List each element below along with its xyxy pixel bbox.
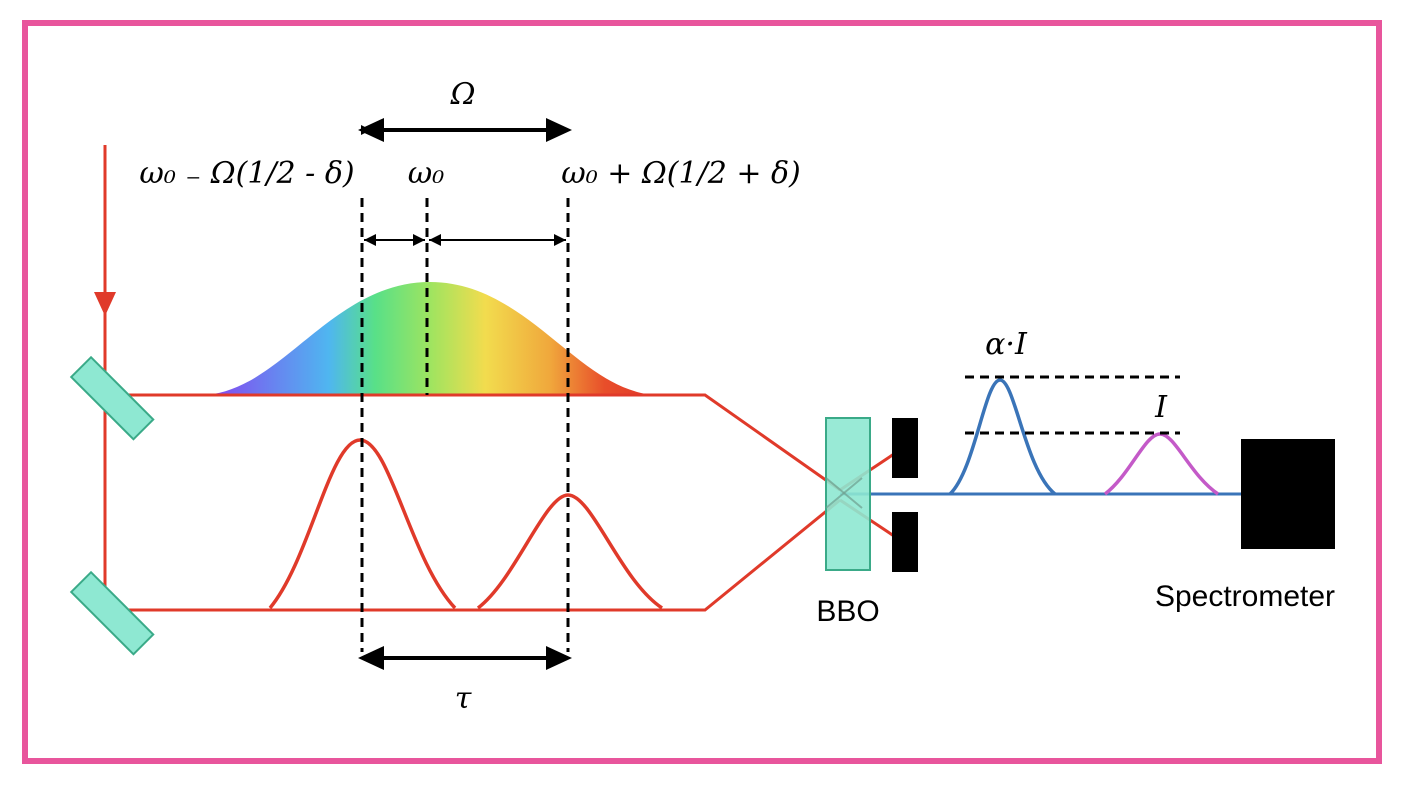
lower-arm-beam [105,498,841,612]
diagram-frame [22,20,1382,764]
mirror-bottom [69,570,155,656]
pulse-trailing [476,493,663,610]
peak-low [1103,432,1219,496]
detuning-arrow-right-head-a [429,234,441,246]
peak-high-label: α·I [985,327,1028,362]
detuning-arrow-right-head-b [554,234,566,246]
upper-arm-beam [105,393,841,492]
spectrometer-label: Spectrometer [1155,580,1335,613]
bbo-label: BBO [816,595,879,628]
crystal-cross-2 [825,477,863,509]
freq-right-label: ω₀ + Ω(1/2 + δ) [561,156,801,191]
beam-block-lower [892,512,918,572]
pulse-leading [268,438,457,610]
beam-block-upper [892,418,918,478]
mirror-top [69,355,155,441]
tau-arrow-head-right [546,646,572,670]
freq-left-label: ω₀ ₋ Ω(1/2 - δ) [139,156,354,191]
peak-high [948,378,1057,496]
tau-arrow-head-left [358,646,384,670]
omega-arrow-head-left [358,118,384,142]
freq-center-label: ω₀ [408,156,445,191]
detuning-arrow-left-head-b [413,234,425,246]
input-beam-arrow [94,292,116,316]
bbo-crystal [825,417,871,571]
omega-arrow-head-right [546,118,572,142]
spectrometer-box [1241,439,1335,549]
omega-label: Ω [450,77,476,112]
spectrum-gaussian [200,282,660,395]
peak-low-label: I [1154,390,1168,425]
detuning-arrow-left-head-a [364,234,376,246]
tau-label: τ [455,681,472,716]
